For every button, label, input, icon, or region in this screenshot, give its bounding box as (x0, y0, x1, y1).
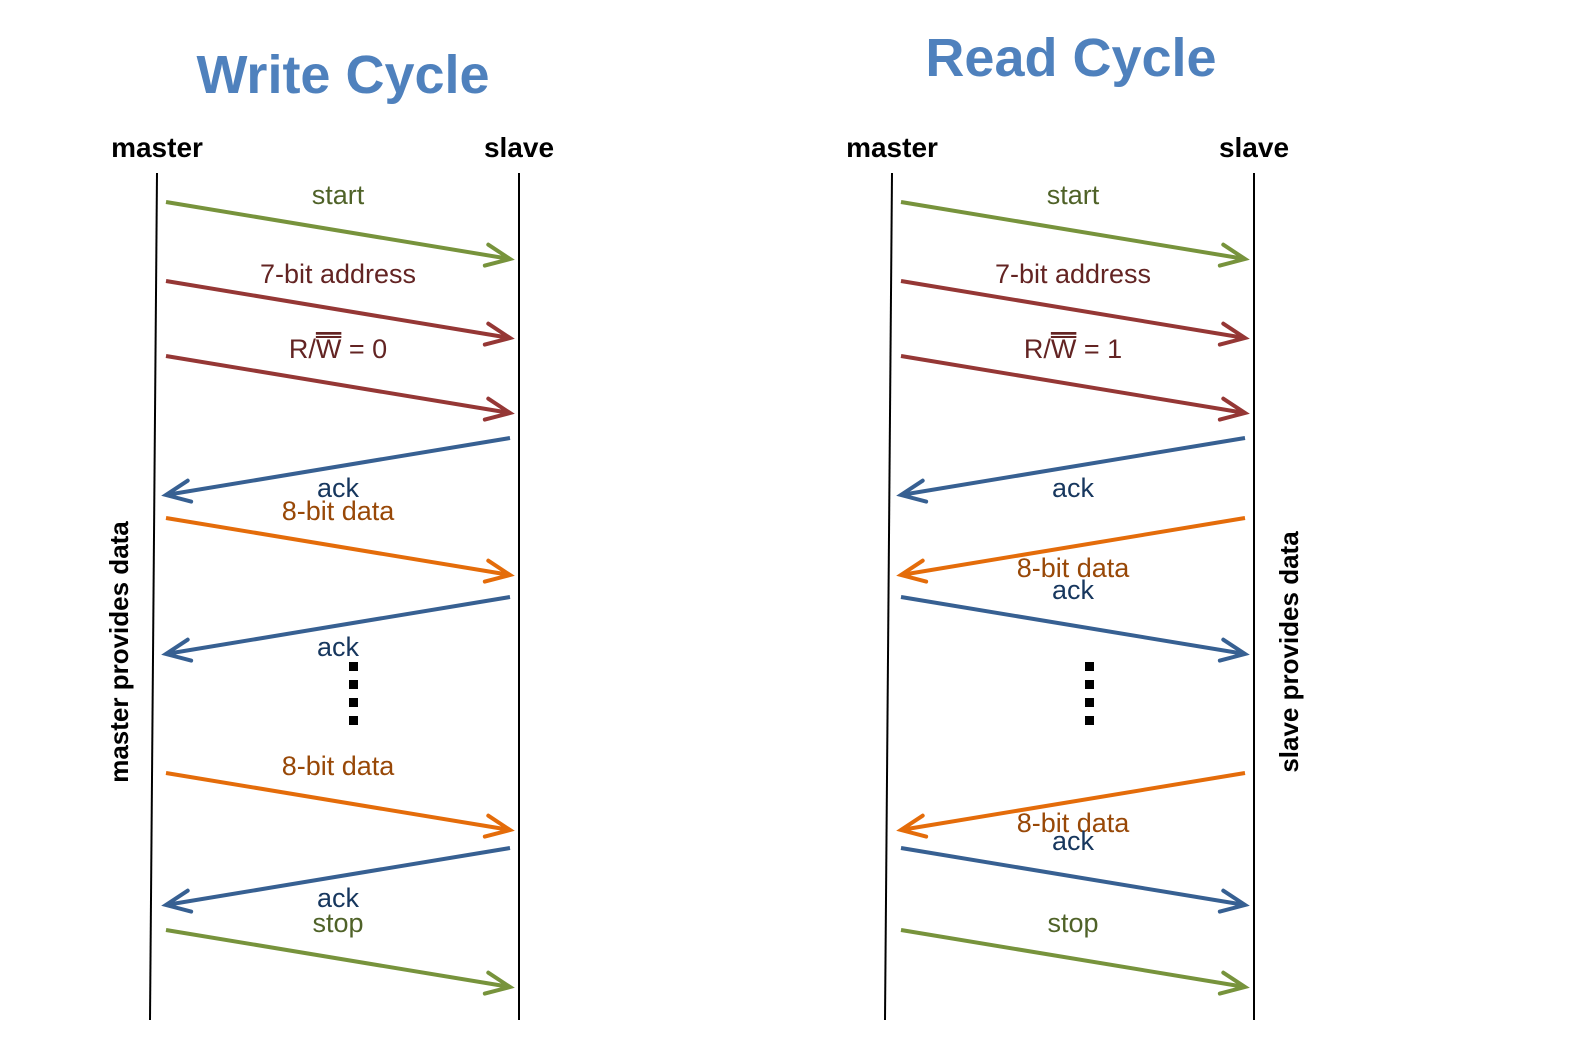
write-data1-label: 8-bit data (282, 496, 396, 526)
write-master-label: master (111, 132, 203, 163)
write-ack3-label: ack (317, 883, 360, 913)
write-ack2-arrowhead (161, 637, 194, 663)
write-rw-arrowhead (482, 396, 515, 422)
write-ack1-label: ack (317, 473, 360, 503)
write-start-arrowhead (482, 242, 515, 268)
write-ack1-arrowhead (161, 478, 194, 504)
read-ellipsis (1085, 662, 1094, 725)
read-cycle-title: Read Cycle (925, 28, 1216, 88)
read-data2-arrowhead (896, 813, 929, 839)
read-data1-label: 8-bit data (1017, 553, 1131, 583)
read-address-arrowhead (1217, 321, 1250, 347)
read-stop-arrow (900, 928, 1246, 989)
write-start-arrow (165, 200, 511, 261)
read-start-label: start (1047, 180, 1100, 210)
read-data1-arrow (900, 516, 1246, 577)
slave-provides-data-note: slave provides data (1274, 531, 1304, 773)
read-ack3-arrowhead (1217, 888, 1250, 914)
read-ack1-label: ack (1052, 473, 1095, 503)
read-ack1-arrowhead (896, 478, 929, 504)
read-ack3-arrow (900, 846, 1246, 907)
write-address-arrowhead (482, 321, 515, 347)
read-address-arrow (900, 279, 1246, 340)
write-address-arrow (165, 279, 511, 340)
read-slave-label: slave (1219, 132, 1289, 163)
read-stop-label: stop (1047, 908, 1098, 938)
read-ack2-arrowhead (1217, 637, 1250, 663)
write-stop-arrow (165, 928, 511, 989)
write-data2-label: 8-bit data (282, 751, 396, 781)
read-start-arrowhead (1217, 242, 1250, 268)
write-ack2-label: ack (317, 632, 360, 662)
write-stop-label: stop (312, 908, 363, 938)
read-ack3-label: ack (1052, 826, 1095, 856)
read-cycle-panel: Read Cycle master slave slave provides d… (846, 28, 1304, 1021)
read-master-lifeline (884, 172, 893, 1021)
master-provides-data-note: master provides data (104, 521, 134, 783)
write-master-lifeline (149, 172, 158, 1021)
write-ack3-arrowhead (161, 888, 194, 914)
write-stop-arrowhead (482, 970, 515, 996)
read-ack2-label: ack (1052, 575, 1095, 605)
write-address-label: 7-bit address (260, 259, 416, 289)
read-ack2-arrow (900, 595, 1246, 656)
write-ack3-arrow (165, 846, 511, 907)
read-data2-arrow (900, 771, 1246, 832)
write-rw-arrow (165, 354, 511, 415)
read-start-arrow (900, 200, 1246, 261)
read-rw-arrow (900, 354, 1246, 415)
read-rw-arrowhead (1217, 396, 1250, 422)
read-rw-label: R/W = 1 (1024, 334, 1122, 364)
read-data2-label: 8-bit data (1017, 808, 1131, 838)
write-rw-label: R/W = 0 (289, 334, 387, 364)
read-ack1-arrow (900, 436, 1246, 497)
read-stop-arrowhead (1217, 970, 1250, 996)
write-start-label: start (312, 180, 365, 210)
write-data1-arrowhead (482, 558, 515, 584)
write-slave-label: slave (484, 132, 554, 163)
write-data2-arrow (165, 771, 511, 832)
write-cycle-title: Write Cycle (196, 45, 489, 105)
read-master-label: master (846, 132, 938, 163)
write-ack1-arrow (165, 436, 511, 497)
write-cycle-panel: Write Cycle master slave master provides… (104, 45, 554, 1021)
write-data2-arrowhead (482, 813, 515, 839)
write-data1-arrow (165, 516, 511, 577)
read-address-label: 7-bit address (995, 259, 1151, 289)
read-data1-arrowhead (896, 558, 929, 584)
write-ack2-arrow (165, 595, 511, 656)
write-ellipsis (349, 662, 358, 725)
